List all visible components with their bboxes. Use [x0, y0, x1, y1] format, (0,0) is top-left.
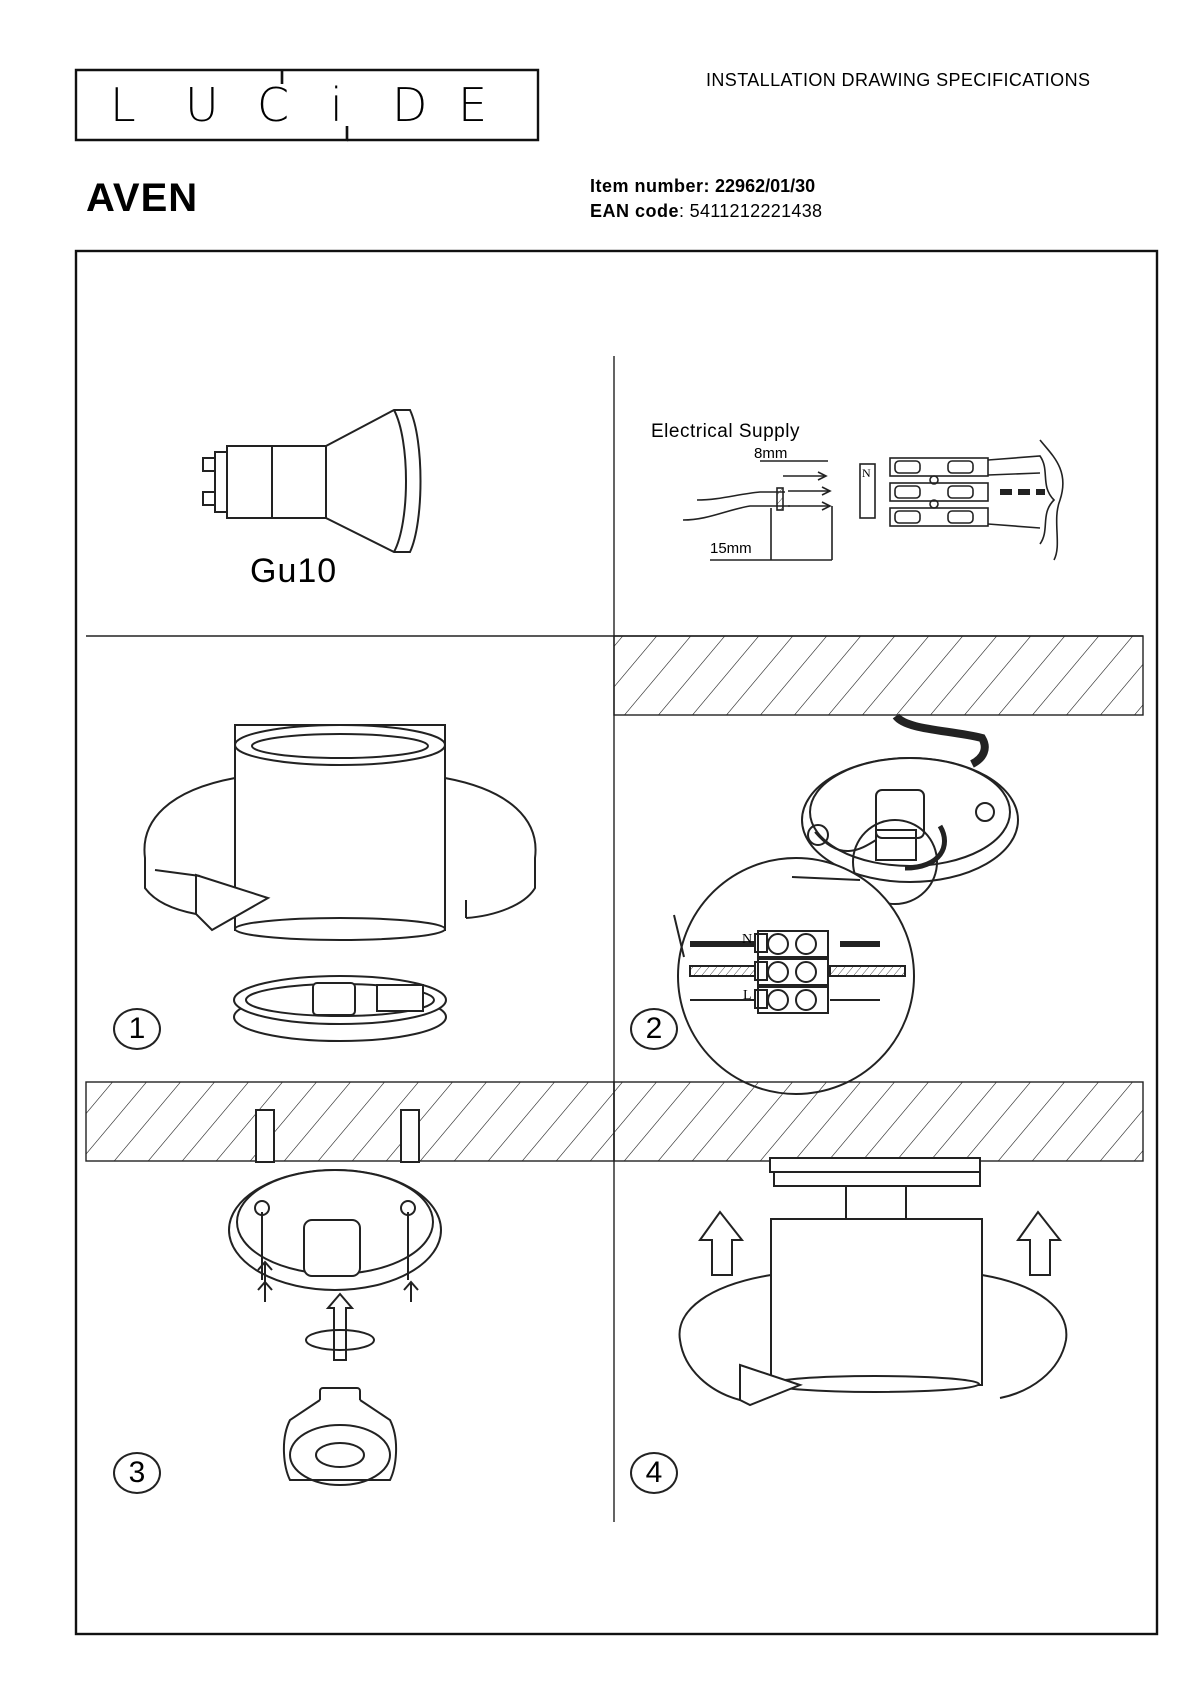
step2-wiring-drawing	[673, 713, 1019, 1095]
ceiling-hatch-4	[613, 1081, 1144, 1162]
terminal-n-small-label: N	[862, 466, 871, 480]
step-1-badge: 1	[113, 1008, 161, 1050]
item-number-value: 22962/01/30	[715, 176, 816, 196]
step1-housing-drawing	[143, 724, 537, 1042]
ean-code-value: : 5411212221438	[679, 201, 823, 221]
item-number: Item number: 22962/01/30	[590, 176, 815, 197]
ean-code: EAN code: 5411212221438	[590, 201, 822, 222]
terminal-l-label: L	[743, 988, 752, 1003]
brand-letter-5: D	[392, 78, 428, 132]
gu10-bulb-drawing	[202, 409, 422, 553]
ceiling-hatch-2	[613, 635, 1144, 716]
supply-title: Electrical Supply	[651, 421, 800, 442]
ceiling-hatch-3	[85, 1081, 615, 1162]
drawing-frame	[74, 249, 1159, 1636]
ean-code-label: EAN code	[590, 201, 680, 221]
step4-assembly-drawing	[678, 1157, 1068, 1407]
step-2-badge: 2	[630, 1008, 678, 1050]
brand-letter-2: U	[185, 78, 219, 132]
step-4-badge: 4	[630, 1452, 678, 1494]
spec-title: INSTALLATION DRAWING SPECIFICATIONS	[706, 70, 1091, 90]
brand-letter-3: C	[257, 78, 290, 132]
item-number-label: Item number:	[590, 176, 711, 196]
brand-letter-1: L	[110, 78, 136, 132]
panel-dividers	[86, 356, 1143, 1522]
step-3-badge: 3	[113, 1452, 161, 1494]
sheath-length-label: 15mm	[710, 540, 752, 557]
brand-letter-4: i	[330, 78, 343, 132]
product-name: AVEN	[86, 176, 199, 220]
bulb-type-label: Gu10	[250, 552, 338, 590]
step3-fixing-drawing	[228, 1109, 442, 1486]
strip-length-label: 8mm	[754, 445, 788, 462]
terminal-n-label: N	[742, 932, 753, 947]
brand-letter-6: E	[458, 78, 488, 132]
brand-logo	[74, 68, 540, 142]
wire-strip-diagram	[682, 439, 1064, 561]
